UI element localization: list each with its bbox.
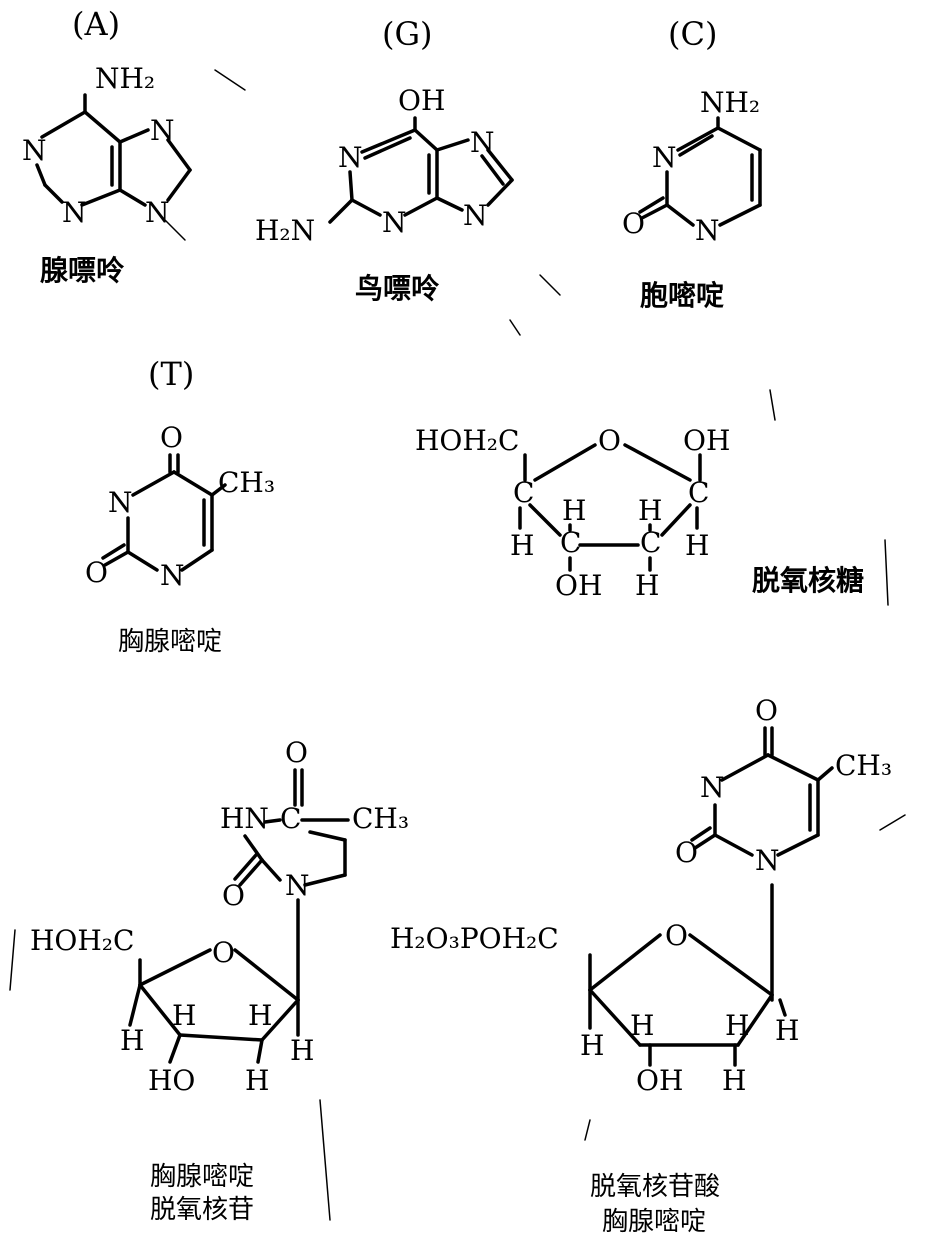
thymine-ch3: CH₃ <box>218 466 275 499</box>
thymine-o2: O <box>85 556 108 589</box>
guanine-h2n: H₂N <box>255 214 315 247</box>
tmp-n3: N <box>700 771 725 804</box>
deoxyribose-c4: C <box>513 476 534 509</box>
thymidine-c4: C <box>280 802 301 835</box>
deoxyribose-name: 脱氧核糖 <box>752 564 864 597</box>
adenine-n3: N <box>62 196 87 229</box>
thymidine-name-line1: 胸腺嘧啶 <box>150 1162 254 1192</box>
adenine-letter: (A) <box>72 5 120 43</box>
guanine-n9: N <box>463 199 488 232</box>
thymine-name: 胸腺嘧啶 <box>118 627 222 657</box>
deoxyribose-h3: H <box>562 494 586 527</box>
deoxyribose-c2: C <box>640 526 661 559</box>
cytosine-name: 胞嘧啶 <box>639 279 724 312</box>
thymine-bonds <box>101 453 227 572</box>
guanine-oh: OH <box>398 84 445 117</box>
cytosine-n3: N <box>652 141 677 174</box>
guanine-name: 鸟嘌呤 <box>355 272 440 305</box>
tmp-h2b: H <box>722 1064 746 1097</box>
deoxyribose-h2a: H <box>638 494 662 527</box>
adenine-nh2: NH₂ <box>95 62 155 95</box>
cytosine-o: O <box>622 207 645 240</box>
thymidine-ho: HO <box>148 1064 195 1097</box>
thymidine-o4: O <box>285 736 308 769</box>
deoxyribose-oh3: OH <box>555 569 602 602</box>
thymidine-h1: H <box>290 1034 314 1067</box>
tmp-ring-o: O <box>665 919 688 952</box>
thymine-structure: (T) O CH₃ N N O 胸腺嘧啶 <box>85 355 275 657</box>
deoxyribose-c1: C <box>688 476 709 509</box>
adenine-structure: (A) NH₂ N N N N 腺嘌呤 <box>22 5 192 287</box>
deoxyribose-ring-o: O <box>598 424 621 457</box>
deoxyribose-bonds <box>518 443 702 572</box>
adenine-n9: N <box>145 196 170 229</box>
deoxyribose-h1: H <box>685 529 709 562</box>
adenine-bonds <box>35 93 192 241</box>
tmp-o2: O <box>675 836 698 869</box>
adenine-name: 腺嘌呤 <box>40 254 125 287</box>
tmp-h2a: H <box>725 1009 749 1042</box>
deoxyribose-h2b: H <box>635 569 659 602</box>
tmp-h2o3poh2c: H₂O₃POH₂C <box>390 922 559 955</box>
thymidine-bonds <box>128 768 350 1064</box>
thymidine-monophosphate-structure: O CH₃ N O N H₂O₃POH₂C O H H H H OH H <box>390 694 892 1237</box>
guanine-bonds <box>328 116 514 224</box>
scan-artifacts <box>9 69 906 1221</box>
thymidine-structure: O HN C CH₃ O N HOH₂C O H H H H HO H <box>30 736 409 1225</box>
thymidine-o2: O <box>222 879 245 912</box>
thymine-letter: (T) <box>148 355 194 393</box>
deoxyribose-hoh2c: HOH₂C <box>415 424 519 457</box>
tmp-bonds <box>588 726 834 1067</box>
tmp-ch3: CH₃ <box>835 749 892 782</box>
deoxyribose-c3: C <box>560 526 581 559</box>
adenine-n1: N <box>22 134 47 167</box>
tmp-h4: H <box>580 1029 604 1062</box>
thymidine-h3: H <box>172 999 196 1032</box>
cytosine-letter: (C) <box>668 15 717 53</box>
tmp-name-line1: 脱氧核苷酸 <box>590 1172 720 1202</box>
cytosine-nh2: NH₂ <box>700 86 760 119</box>
deoxyribose-h4: H <box>510 529 534 562</box>
thymidine-hn: HN <box>220 802 269 835</box>
thymidine-h2a: H <box>248 999 272 1032</box>
tmp-oh3: OH <box>636 1064 683 1097</box>
tmp-name-line2: 胸腺嘧啶 <box>602 1207 706 1237</box>
thymine-n1: N <box>160 559 185 592</box>
cytosine-bonds <box>638 116 762 227</box>
thymine-n3: N <box>108 486 133 519</box>
guanine-n1: N <box>338 141 363 174</box>
thymidine-hoh2c: HOH₂C <box>30 924 134 957</box>
thymidine-h4: H <box>120 1024 144 1057</box>
tmp-n1: N <box>755 844 780 877</box>
cytosine-structure: (C) NH₂ N N O 胞嘧啶 <box>622 15 762 312</box>
deoxyribose-structure: HOH₂C O OH C C C C H H H H OH H 脱氧核糖 <box>415 424 864 602</box>
thymidine-ch3: CH₃ <box>352 802 409 835</box>
guanine-letter: (G) <box>382 15 433 53</box>
tmp-h1: H <box>775 1014 799 1047</box>
deoxyribose-oh1: OH <box>683 424 730 457</box>
guanine-n3: N <box>382 206 407 239</box>
tmp-o4: O <box>755 694 778 727</box>
thymidine-h2b: H <box>245 1064 269 1097</box>
cytosine-n1: N <box>695 214 720 247</box>
guanine-structure: (G) OH N N N N H₂N 鸟嘌呤 <box>255 15 514 305</box>
thymine-o4: O <box>160 421 183 454</box>
thymidine-ring-o: O <box>212 936 235 969</box>
thymidine-name-line2: 脱氧核苷 <box>150 1195 254 1225</box>
